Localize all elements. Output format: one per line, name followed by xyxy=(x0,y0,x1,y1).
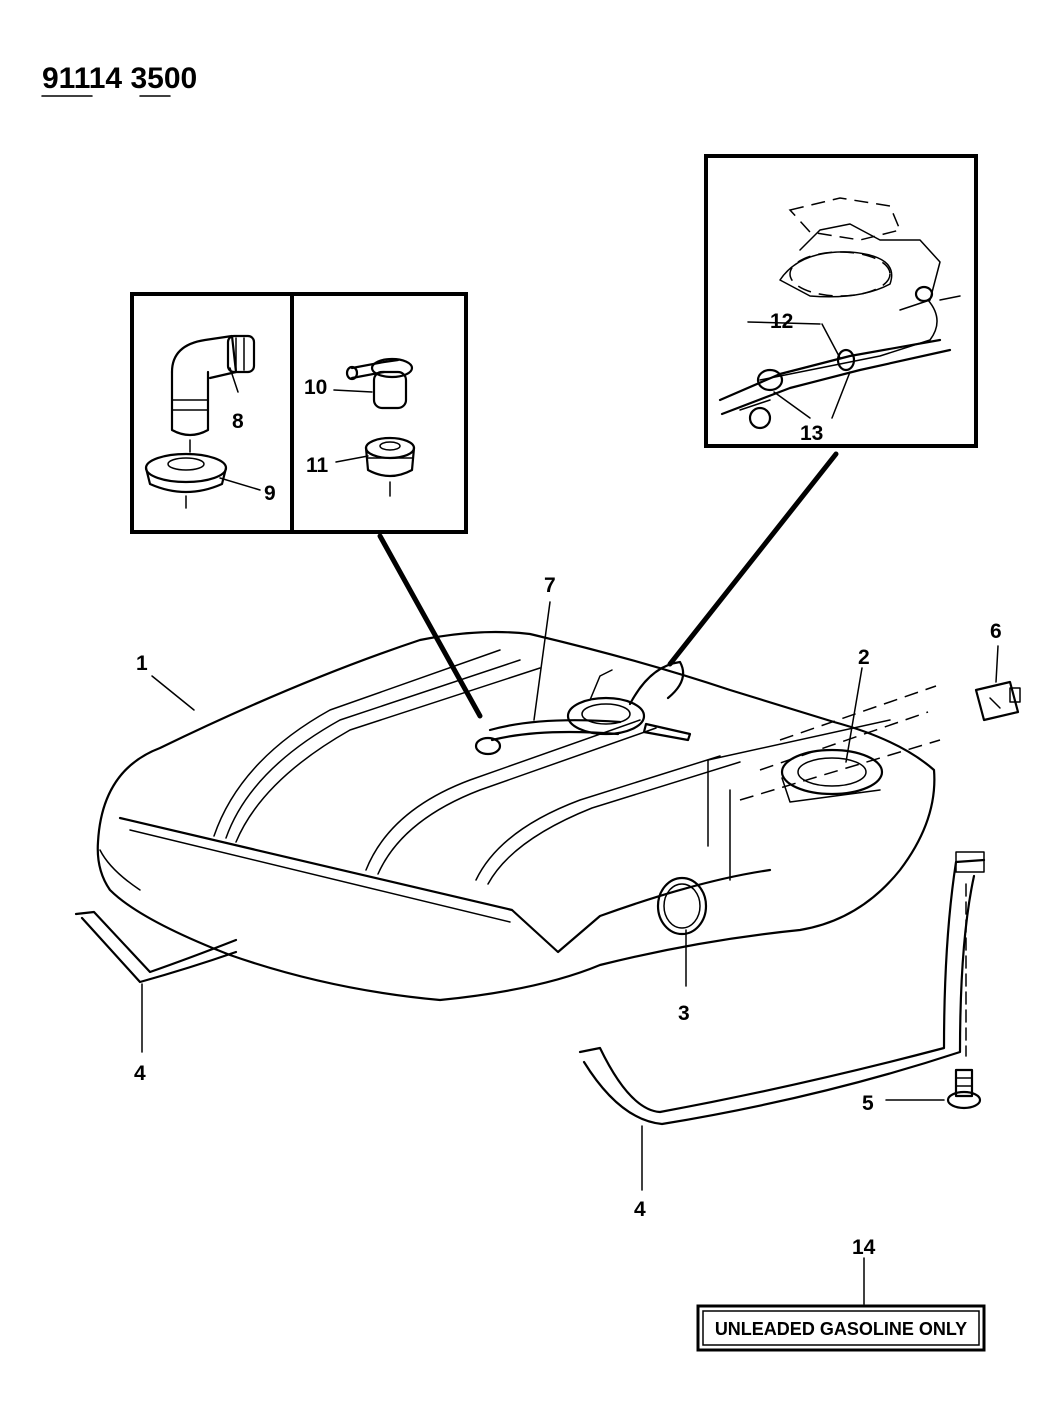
callout-2: 2 xyxy=(858,646,870,669)
callout-10: 10 xyxy=(304,376,327,399)
inset-filler-vent-parts xyxy=(130,292,468,534)
figure-id: 91114 3500 xyxy=(42,62,197,95)
filler-elbow-part xyxy=(170,334,256,453)
vent-hose-part xyxy=(474,719,692,756)
strap-bolt-part xyxy=(946,1068,982,1110)
callout-3: 3 xyxy=(678,1002,690,1025)
fuel-line-clip-part xyxy=(756,348,856,392)
filler-grommet-part xyxy=(144,452,228,509)
callout-4-left: 4 xyxy=(134,1062,146,1085)
filler-neck-opening xyxy=(707,685,941,881)
gasket-part xyxy=(656,876,708,936)
callout-7: 7 xyxy=(544,574,556,597)
tank-strap-left xyxy=(74,910,238,984)
callout-13: 13 xyxy=(800,422,823,445)
callout-12: 12 xyxy=(770,310,793,333)
valve-grommet-part xyxy=(364,436,416,497)
callout-4-right: 4 xyxy=(634,1198,646,1221)
clip-part xyxy=(974,680,1021,722)
unleaded-label-plate: UNLEADED GASOLINE ONLY xyxy=(696,1304,986,1352)
callout-8: 8 xyxy=(232,410,244,433)
rollover-valve-part xyxy=(345,357,414,410)
callout-5: 5 xyxy=(862,1092,874,1115)
callout-11: 11 xyxy=(306,454,329,477)
inset-fuel-lines xyxy=(704,154,978,448)
callout-9: 9 xyxy=(264,482,276,505)
fuel-tank xyxy=(96,630,941,1002)
label-plate-text: UNLEADED GASOLINE ONLY xyxy=(715,1319,967,1339)
callout-1: 1 xyxy=(136,652,148,675)
callout-6: 6 xyxy=(990,620,1002,643)
tank-strap-right xyxy=(578,851,986,1126)
callout-14: 14 xyxy=(852,1236,876,1259)
